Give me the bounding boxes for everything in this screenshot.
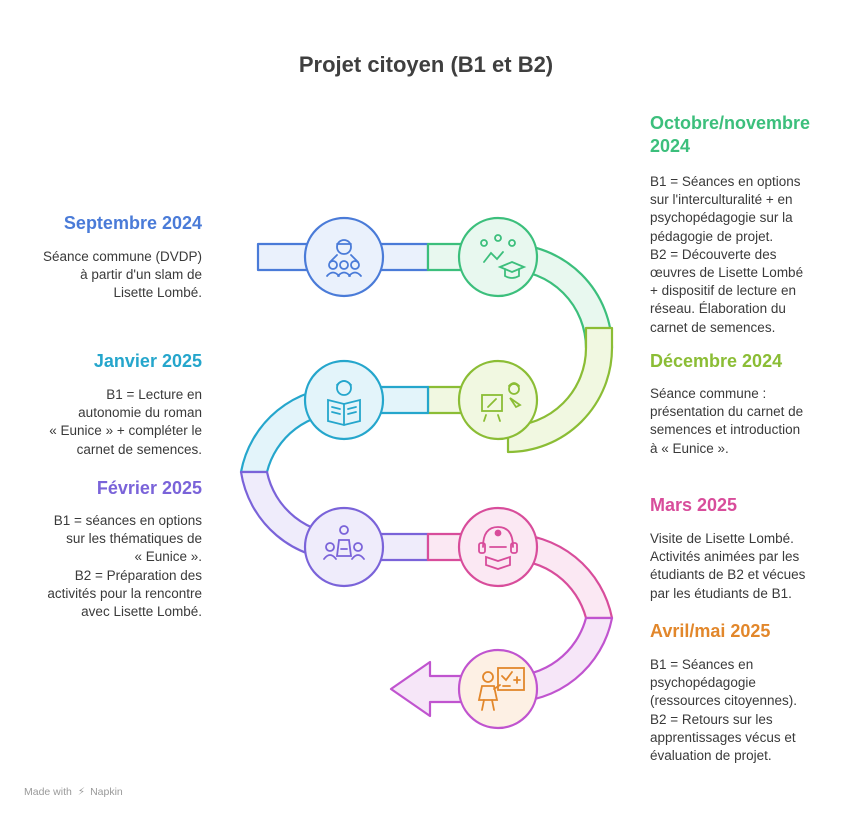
stage-circle-oct (457, 216, 539, 298)
stage-date-sept: Septembre 2024 (63, 213, 202, 233)
speaker-audience-icon (323, 525, 365, 560)
stage-date-feb: Février 2025 (96, 478, 202, 498)
napkin-logo-icon: ⚡ (77, 786, 86, 798)
stage-text-dec: Séance commune : présentation du carnet … (650, 386, 804, 456)
stage-date-jan: Janvier 2025 (93, 351, 202, 371)
stage-circle-sept (303, 216, 385, 298)
credit-brand: Napkin (90, 786, 123, 798)
path-curve-right-bottom (506, 326, 614, 454)
graduation-network-icon (480, 234, 527, 279)
presenter-board-icon (481, 382, 522, 422)
teacher-board-icon (477, 667, 525, 711)
stage-text-oct: B1 = Séances en options sur l'intercultu… (650, 174, 804, 335)
stage-date-apr: Avril/mai 2025 (650, 621, 771, 641)
stage-text-mar: Visite de Lisette Lombé. Activités animé… (650, 531, 806, 601)
stage-text-jan: B1 = Lecture en autonomie du roman « Eun… (49, 387, 202, 457)
stage-date-mar: Mars 2025 (650, 495, 738, 515)
stage-text-sept: Séance commune (DVDP) à partir d'un slam… (42, 249, 202, 301)
group-presentation-icon (326, 239, 362, 277)
stage-circle-apr (457, 648, 539, 730)
diagram-title: Projet citoyen (B1 et B2) (298, 52, 554, 77)
reader-book-icon (327, 380, 361, 426)
made-with-napkin-credit: Made with ⚡ Napkin (24, 786, 123, 798)
stage-circle-mar (457, 506, 539, 588)
stage-text-apr: B1 = Séances en psychopédagogie (ressour… (650, 657, 798, 764)
stage-date-dec: Décembre 2024 (650, 351, 783, 371)
stage-text-feb: B1 = séances en options sur les thématiq… (47, 513, 202, 620)
credit-prefix: Made with (24, 786, 72, 798)
stage-date-oct: Octobre/novembre 2024 (650, 113, 811, 156)
stage-circle-dec (457, 359, 539, 441)
stage-circle-jan (303, 359, 385, 441)
stage-circle-feb (303, 506, 385, 588)
headset-reader-icon (478, 526, 518, 570)
